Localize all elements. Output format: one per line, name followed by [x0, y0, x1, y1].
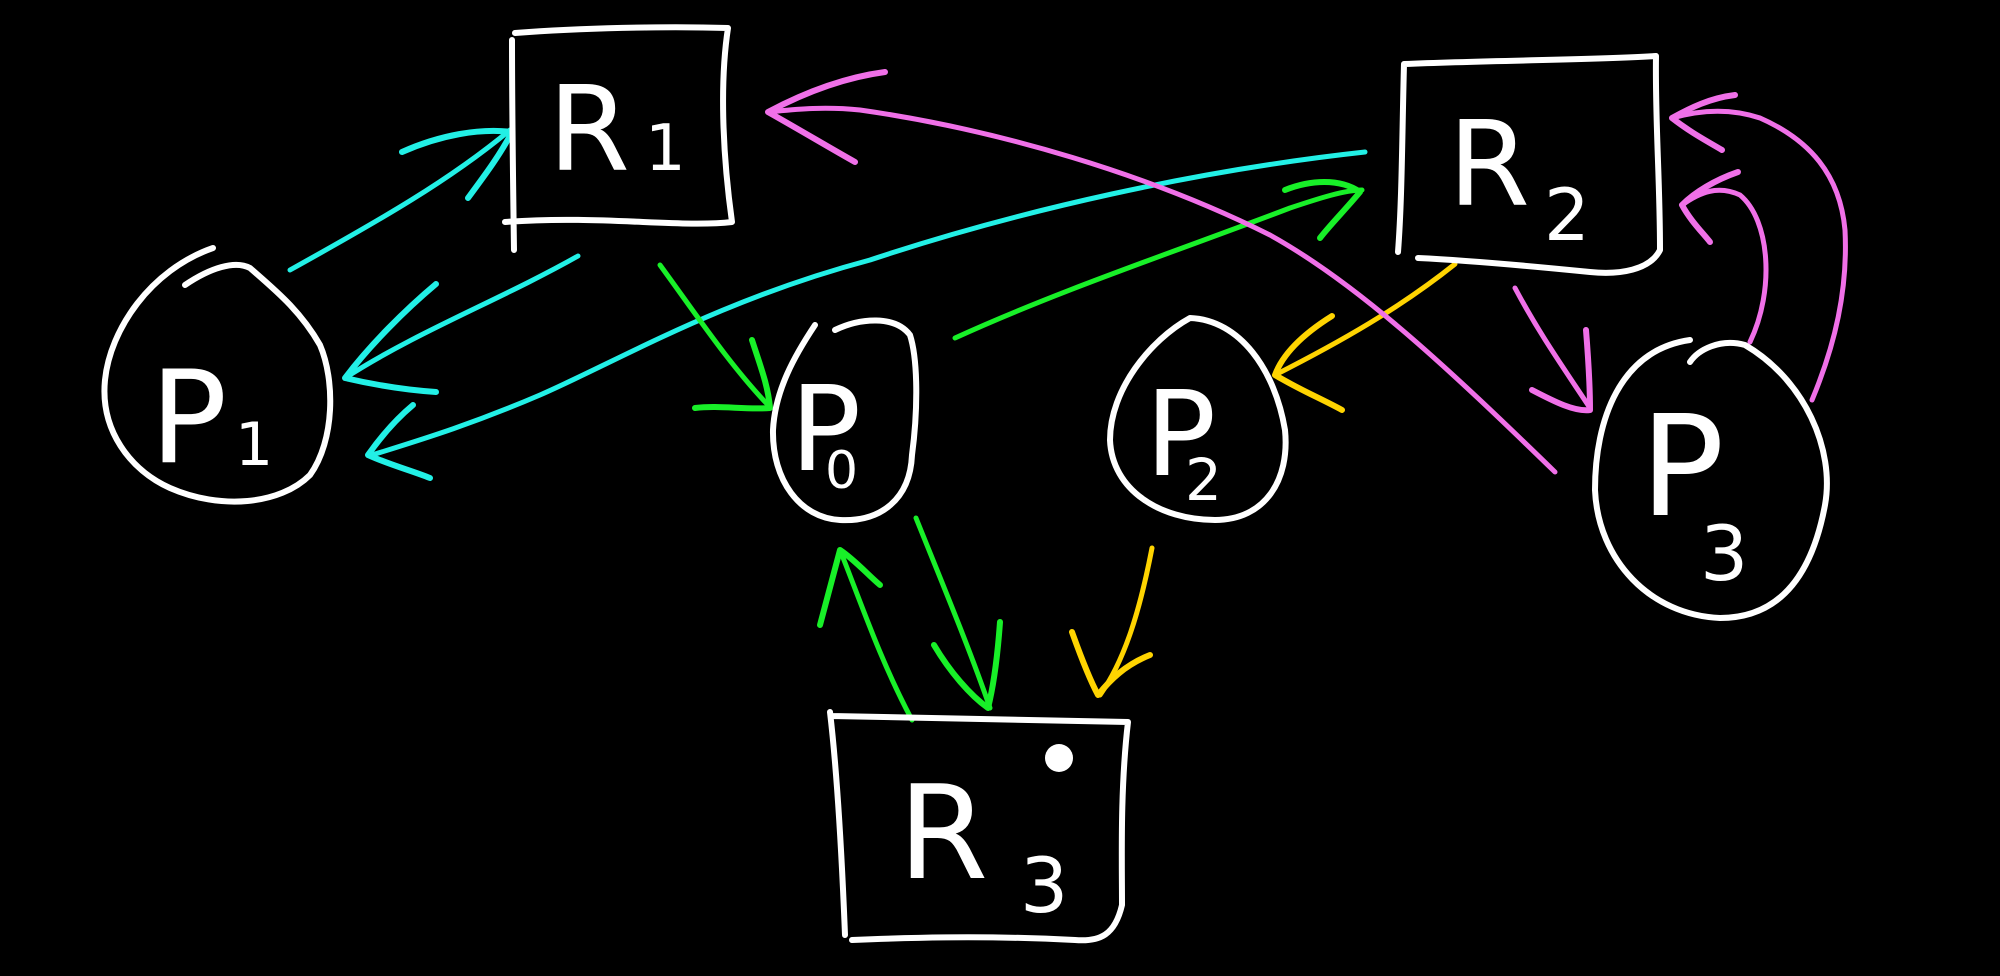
edge-p0-to-r3 — [913, 515, 1003, 711]
resource-r2-subscript: 2 — [1544, 173, 1590, 257]
resource-r1[interactable]: R 1 — [502, 24, 735, 253]
edge-p1-to-r1 — [287, 127, 515, 273]
resource-r2[interactable]: R 2 — [1395, 53, 1663, 276]
process-p0-subscript: 0 — [825, 441, 858, 501]
process-p1-label: P — [150, 344, 227, 493]
process-p3[interactable]: P 3 — [1592, 337, 1830, 621]
resource-r3-instance-dot — [1045, 744, 1073, 772]
edges — [287, 69, 1848, 723]
edge-r1-to-p1 — [342, 253, 581, 395]
process-p2-subscript: 2 — [1185, 446, 1222, 514]
edge-r1-to-p0 — [657, 262, 773, 412]
edge-p0-to-r2 — [952, 179, 1365, 341]
process-p3-subscript: 3 — [1700, 509, 1748, 598]
process-p0-label: P — [790, 360, 861, 498]
edge-r2-to-p2 — [1272, 261, 1458, 413]
resource-r1-subscript: 1 — [645, 112, 686, 186]
resource-r1-label: R — [548, 60, 630, 198]
process-p2-label: P — [1145, 365, 1216, 503]
process-p3-label: P — [1640, 386, 1724, 549]
process-p1-subscript: 1 — [235, 410, 273, 480]
process-p0[interactable]: P 0 — [769, 317, 920, 524]
edge-p3-to-r1 — [765, 69, 1558, 475]
resource-r2-label: R — [1448, 95, 1530, 233]
edge-r3-to-p0 — [817, 547, 915, 723]
resource-r3-label: R — [898, 757, 988, 909]
resource-r3[interactable]: R 3 — [827, 709, 1131, 944]
edge-p3-to-r2-outer — [1669, 92, 1848, 403]
edge-p3-to-r2-inner — [1679, 169, 1769, 345]
edge-r2-to-p1 — [365, 149, 1368, 481]
resource-r3-subscript: 3 — [1020, 841, 1068, 930]
nodes: R 1 R 2 R 3 P 1 P 0 — [101, 24, 1830, 944]
process-p1[interactable]: P 1 — [101, 245, 334, 505]
edge-r2-to-p3 — [1512, 285, 1593, 414]
process-p2[interactable]: P 2 — [1107, 315, 1289, 523]
edge-p2-to-r3 — [1069, 545, 1155, 698]
